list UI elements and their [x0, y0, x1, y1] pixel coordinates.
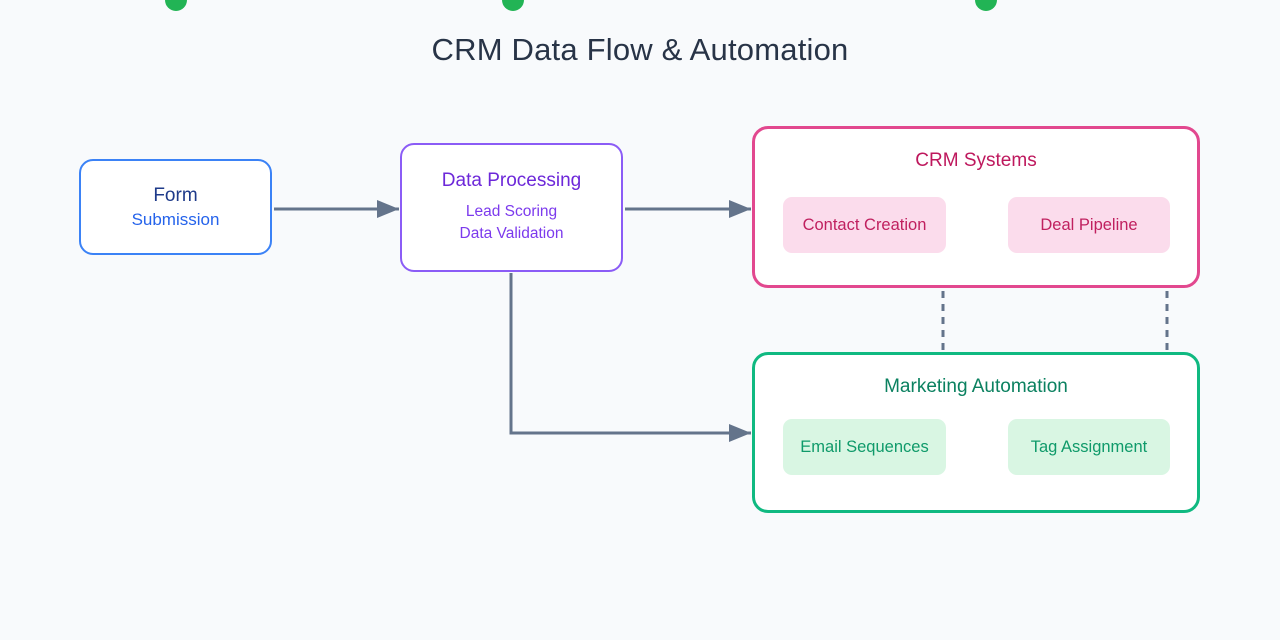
diagram-title: CRM Data Flow & Automation — [431, 32, 849, 67]
connector-processing-to-marketing — [509, 273, 751, 442]
decorative-dot-right — [975, 0, 997, 11]
group-crm-systems: CRM Systems Contact Creation Deal Pipeli… — [752, 126, 1200, 288]
node-data-processing: Data Processing Lead Scoring Data Valida… — [400, 143, 623, 272]
group-marketing-automation: Marketing Automation Email Sequences Tag… — [752, 352, 1200, 513]
marketing-group-title: Marketing Automation — [884, 376, 1068, 397]
chip-contact-creation: Contact Creation — [783, 197, 946, 253]
chip-email-sequences: Email Sequences — [783, 419, 946, 475]
chip-tag-assignment: Tag Assignment — [1008, 419, 1170, 475]
form-node-title: Form — [153, 184, 198, 206]
decorative-dot-left — [165, 0, 187, 11]
processing-node-title: Data Processing — [441, 169, 582, 191]
processing-line-data-validation: Data Validation — [459, 225, 564, 242]
node-form-submission: Form Submission — [79, 159, 272, 255]
form-node-subtitle: Submission — [131, 209, 220, 229]
decorative-dot-center — [502, 0, 524, 11]
processing-line-lead-scoring: Lead Scoring — [465, 202, 558, 220]
chip-deal-pipeline: Deal Pipeline — [1008, 197, 1170, 253]
crm-group-title: CRM Systems — [915, 150, 1037, 171]
